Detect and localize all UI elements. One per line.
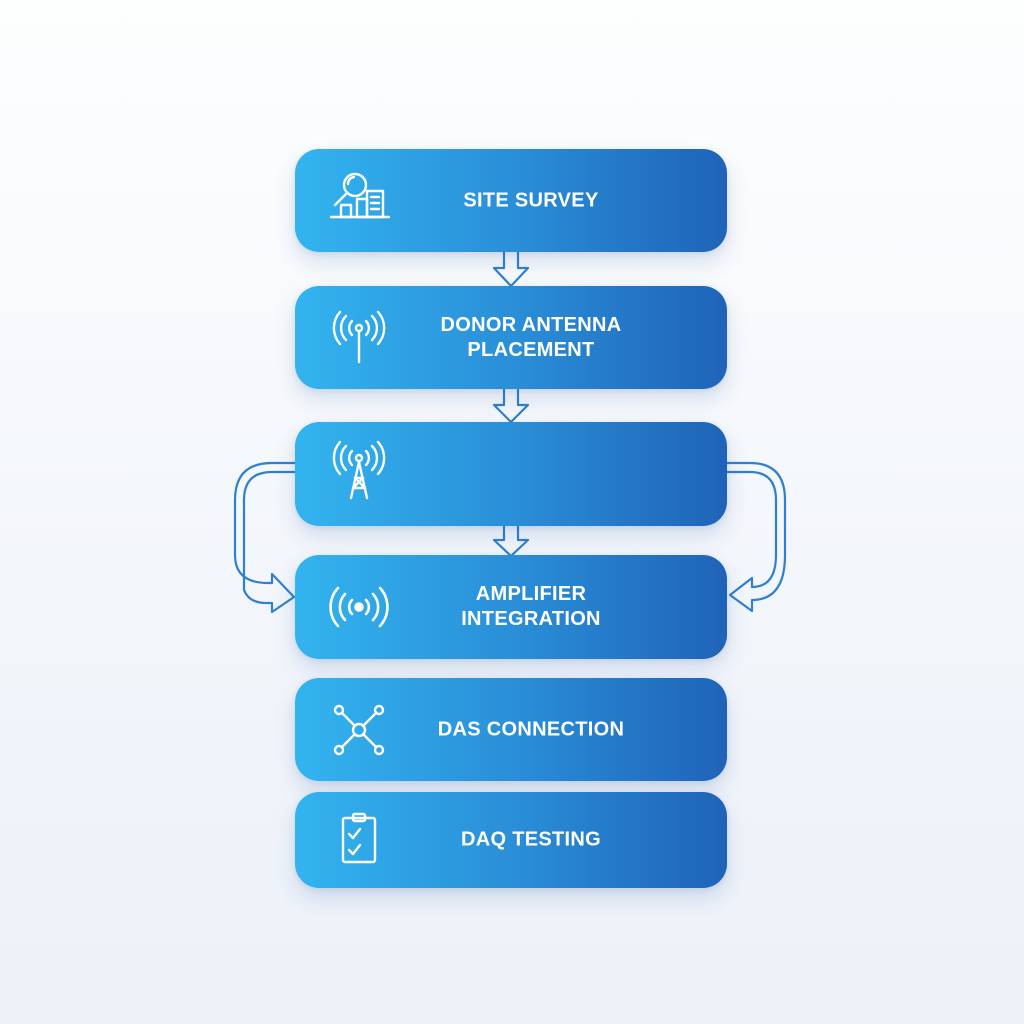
step-label: DAS CONNECTION xyxy=(437,718,625,740)
step-das-connection: DAS CONNECTION xyxy=(295,678,727,781)
donor-antenna-icon xyxy=(327,306,391,370)
step-label: DONOR ANTENNA PLACEMENT xyxy=(440,313,622,361)
amplifier-signal-icon xyxy=(327,575,391,639)
step-amplifier-integration: AMPLIFIER INTEGRATION xyxy=(295,555,727,659)
step-donor-antenna-placement: DONOR ANTENNA PLACEMENT xyxy=(295,286,727,389)
signal-tower-icon xyxy=(327,440,391,506)
left-loop-arrow xyxy=(233,461,297,614)
step-site-survey: SITE SURVEY xyxy=(295,149,727,252)
clipboard-checklist-icon xyxy=(327,808,391,872)
step-daq-testing: DAQ TESTING xyxy=(295,792,727,888)
down-arrow-2 xyxy=(492,387,530,424)
step-label: AMPLIFIER INTEGRATION xyxy=(461,583,601,630)
right-loop-arrow xyxy=(725,461,787,613)
step-label: DAQ TESTING xyxy=(461,828,601,851)
site-survey-icon xyxy=(327,169,391,233)
down-arrow-1 xyxy=(492,250,530,288)
network-node-icon xyxy=(327,698,391,762)
step-signal-tower xyxy=(295,422,727,526)
step-label: SITE SURVEY xyxy=(463,189,599,211)
down-arrow-3 xyxy=(492,524,530,558)
